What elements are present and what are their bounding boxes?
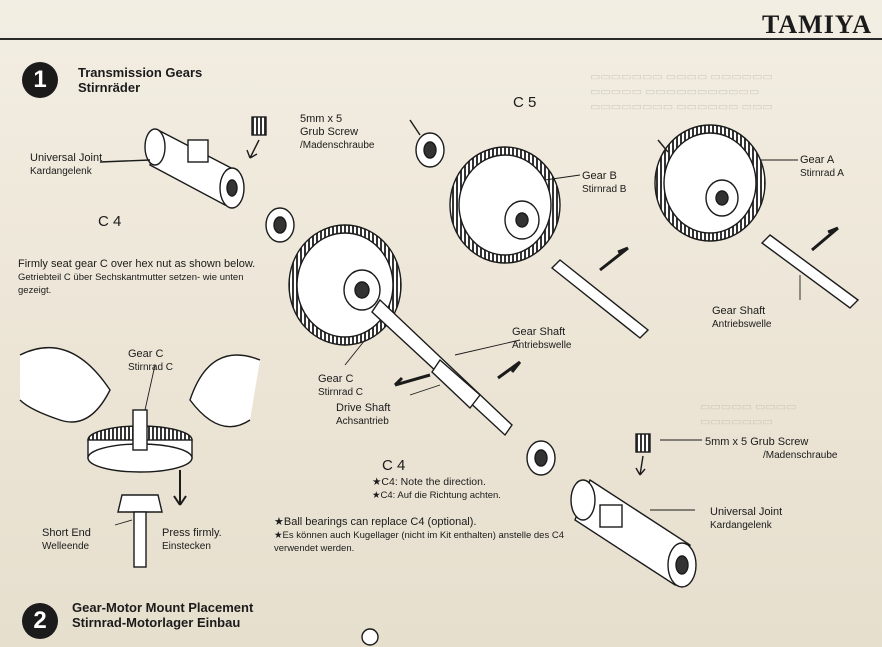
step-1-title-en: Transmission Gears <box>78 65 203 80</box>
note-de: ★Es können auch Kugellager (nicht im Kit… <box>274 530 564 554</box>
step-number-2: 2 <box>22 603 58 639</box>
step-2-title-en: Gear-Motor Mount Placement <box>72 600 254 615</box>
label-de: Achsantrieb <box>336 416 389 427</box>
label-de: /Madenschraube <box>763 450 838 461</box>
label-de: Antriebswelle <box>512 340 572 351</box>
grub-screw-top-label: 5mm x 5 Grub Screw /Madenschraube <box>300 113 375 152</box>
note-de: Getriebteil C über Sechskantmutter setze… <box>18 272 244 296</box>
label-de: Antriebswelle <box>712 319 772 330</box>
gear-a <box>654 124 766 242</box>
background-bleed: ▭▭▭▭▭▭▭ ▭▭▭▭ ▭▭▭▭▭▭▭▭▭▭▭ ▭▭▭▭▭▭▭▭▭▭▭▭▭▭▭… <box>590 71 773 113</box>
gear-shaft-right <box>760 226 860 309</box>
drive-shaft <box>371 298 522 437</box>
label-en: Gear C <box>128 348 164 360</box>
label-de: Einstecken <box>162 541 211 552</box>
step-1-title: Transmission Gears Stirnräder <box>78 65 202 95</box>
label-en: Universal Joint <box>30 152 103 164</box>
background-bleed: ▭▭▭▭▭ ▭▭▭▭▭▭▭▭▭▭▭ <box>700 401 797 428</box>
gear-c-inset-illustration <box>19 346 261 568</box>
label-en: Universal Joint <box>710 506 783 518</box>
universal-joint-top <box>99 128 245 209</box>
ball-bearing-note: ★Ball bearings can replace C4 (optional)… <box>274 516 564 555</box>
label-en: Short End <box>42 527 91 539</box>
label-en: 5mm x 5 Grub Screw <box>705 436 809 448</box>
label-de: Welleende <box>42 541 90 552</box>
label-de: /Madenschraube <box>300 140 375 151</box>
step-2-title-de: Stirnrad-Motorlager Einbau <box>72 615 241 630</box>
step-2-title: Gear-Motor Mount Placement Stirnrad-Moto… <box>72 600 253 630</box>
label-de: Kardangelenk <box>710 520 772 531</box>
label-en: Gear B <box>582 170 617 182</box>
note-de: ★C4: Auf die Richtung achten. <box>372 490 501 501</box>
label-en: Press firmly. <box>162 527 222 539</box>
universal-joint-bottom-label: Universal Joint Kardangelenk <box>710 506 782 532</box>
label-de: Stirnrad A <box>800 168 844 179</box>
gear-c <box>288 224 402 346</box>
step-2-screw-part <box>361 628 379 646</box>
label-en: Drive Shaft <box>336 402 391 414</box>
universal-joint-top-label: Universal Joint Kardangelenk <box>30 152 102 178</box>
header-rule <box>0 38 882 40</box>
gear-shaft-mid <box>550 246 650 339</box>
step-number-1: 1 <box>22 62 58 98</box>
note-en: ★C4: Note the direction. <box>372 476 486 488</box>
leader-lines <box>114 159 801 526</box>
gear-b-label: Gear B Stirnrad B <box>582 170 626 196</box>
c5-washer <box>409 119 445 168</box>
c4-top-label: C 4 <box>98 213 122 230</box>
c4-washer-bottom <box>526 440 556 476</box>
gear-b <box>449 146 561 264</box>
drive-shaft-label: Drive Shaft Achsantrieb <box>336 402 390 428</box>
seat-gear-note: Firmly seat gear C over hex nut as shown… <box>18 258 263 297</box>
label-de: Kardangelenk <box>30 166 92 177</box>
short-end-label: Short End Welleende <box>42 527 91 553</box>
gear-c-label: Gear C Stirnrad C <box>318 373 363 399</box>
press-firmly-label: Press firmly. Einstecken <box>162 527 222 553</box>
grub-screw-top <box>246 116 267 159</box>
grub-screw-bottom-label: 5mm x 5 Grub Screw /Madenschraube <box>705 436 838 462</box>
label-en: Gear A <box>800 154 835 166</box>
label-en: Gear C <box>318 373 354 385</box>
label-line2: Grub Screw <box>300 126 359 138</box>
c5-label: C 5 <box>513 94 537 111</box>
label-line1: 5mm x 5 <box>300 113 343 125</box>
step-1-title-de: Stirnräder <box>78 80 141 95</box>
grub-screw-bottom <box>635 433 651 476</box>
note-en: ★Ball bearings can replace C4 (optional)… <box>274 516 477 528</box>
c4-washer-top <box>265 207 295 243</box>
gear-shaft-mid-label: Gear Shaft Antriebswelle <box>512 326 571 352</box>
label-de: Stirnrad B <box>582 184 627 195</box>
label-de: Stirnrad C <box>128 362 174 373</box>
label-en: Gear Shaft <box>512 326 566 338</box>
label-en: Gear Shaft <box>712 305 766 317</box>
label-de: Stirnrad C <box>318 387 364 398</box>
c4-direction-note: ★C4: Note the direction. ★C4: Auf die Ri… <box>372 476 501 502</box>
gear-c-inset-label: Gear C Stirnrad C <box>128 348 173 374</box>
gear-a-label: Gear A Stirnrad A <box>800 154 844 180</box>
brand-logo: TAMIYA <box>761 10 872 39</box>
universal-joint-bottom <box>570 478 697 588</box>
note-en: Firmly seat gear C over hex nut as shown… <box>18 258 256 270</box>
gear-shaft-right-label: Gear Shaft Antriebswelle <box>712 305 771 331</box>
c4-bottom-label: C 4 <box>382 457 406 474</box>
